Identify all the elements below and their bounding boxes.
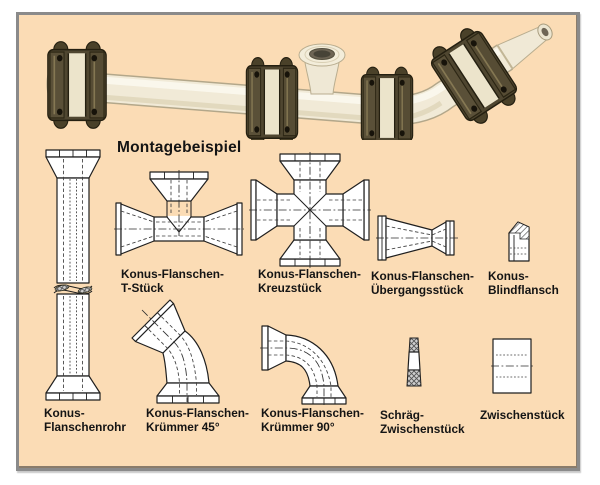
spacer-label-line1: Zwischenstück [480,408,565,422]
t-piece-label-line2: T-Stück [121,280,164,295]
elbow-45-label-line1: Konus-Flanschen- [146,406,249,420]
cross-piece-drawing [249,152,371,268]
blind-flange-drawing [508,221,530,262]
elbow-45-label-line2: Krümmer 45° [146,419,220,434]
t-piece-label-line1: Konus-Flanschen- [121,267,224,281]
angled-spacer-label-line1: Schräg- [380,408,424,422]
cross-piece-label-line1: Konus-Flanschen- [258,267,361,281]
angled-spacer-label: Schräg- Zwischenstück [380,408,465,437]
flange-pipe-label-line1: Konus- [44,406,85,420]
blind-flange-label-line2: Blindflansch [488,282,559,297]
cross-piece-label-line2: Kreuzstück [258,280,322,295]
reducer-label: Konus-Flanschen- Übergangsstück [371,269,474,298]
angled-spacer-label-line2: Zwischenstück [380,421,465,436]
elbow-90-label: Konus-Flanschen- Krümmer 90° [261,406,364,435]
flange-pipe-drawing [45,149,101,401]
elbow-90-label-line1: Konus-Flanschen- [261,406,364,420]
page-title: Montagebeispiel [117,139,242,156]
spacer-label: Zwischenstück [480,408,565,423]
blind-flange-label: Konus- Blindflansch [488,269,559,298]
cross-piece-label: Konus-Flanschen- Kreuzstück [258,267,361,296]
reducer-piece-drawing [376,215,460,261]
elbow-90-label-line2: Krümmer 90° [261,419,335,434]
flange-pipe-label-line2: Flanschenrohr [44,419,126,434]
t-piece-drawing [114,170,244,256]
t-piece-label: Konus-Flanschen- T-Stück [121,267,224,296]
reducer-label-line2: Übergangsstück [371,282,464,297]
elbow-90-drawing [260,325,347,405]
angled-spacer-drawing [406,337,422,387]
flange-pipe-label: Konus- Flanschenrohr [44,406,126,435]
elbow-45-label: Konus-Flanschen- Krümmer 45° [146,406,249,435]
blind-flange-label-line1: Konus- [488,269,529,283]
reducer-label-line1: Konus-Flanschen- [371,269,474,283]
spacer-drawing [491,338,533,394]
assembly-photo-illustration [46,22,553,140]
panel-frame: Montagebeispiel [16,12,580,471]
elbow-45-drawing [131,299,220,404]
